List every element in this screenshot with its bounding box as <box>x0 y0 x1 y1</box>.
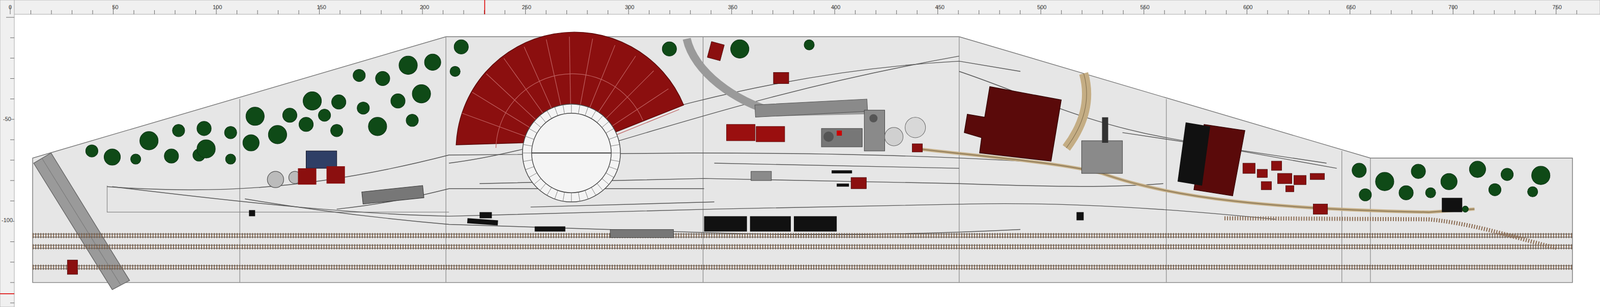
ruler-number: 650 <box>1346 4 1356 11</box>
ruler-number: 100 <box>212 4 222 11</box>
ruler-number: 700 <box>1448 4 1458 11</box>
ruler-number: 150 <box>316 4 326 11</box>
ruler-number: 0 <box>8 4 12 11</box>
ruler-number: 350 <box>727 4 737 11</box>
ruler-number: 500 <box>1037 4 1047 11</box>
ruler-number: 750 <box>1552 4 1562 11</box>
ruler-number: 200 <box>419 4 430 11</box>
ruler-number: -50 <box>3 116 12 123</box>
ruler-number: 250 <box>521 4 531 11</box>
ruler-number: 450 <box>935 4 945 11</box>
ruler-number: 400 <box>831 4 841 11</box>
ruler-number: 550 <box>1140 4 1150 11</box>
ruler-number: 600 <box>1243 4 1253 11</box>
ruler-number: 50 <box>111 4 119 11</box>
ruler-number: 300 <box>624 4 635 11</box>
ruler-number: -100 <box>1 217 13 224</box>
